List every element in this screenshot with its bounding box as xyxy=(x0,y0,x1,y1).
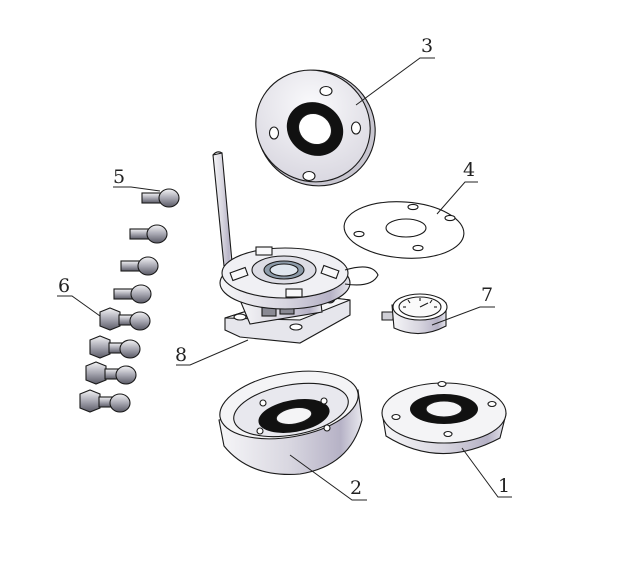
part-3-flange xyxy=(255,69,376,187)
part-8-valve-body xyxy=(212,151,379,344)
bolt xyxy=(129,224,168,244)
bolt xyxy=(141,188,180,208)
bolt xyxy=(113,284,152,304)
label-7: 7 xyxy=(481,284,493,306)
part-1-flange xyxy=(381,380,507,455)
hex-bolt xyxy=(89,335,141,359)
hex-bolt xyxy=(79,389,131,413)
part-7-gauge xyxy=(381,293,448,335)
leader-lines xyxy=(57,57,512,501)
label-3: 3 xyxy=(421,35,433,57)
label-5: 5 xyxy=(113,166,125,188)
part-2-housing xyxy=(218,370,363,475)
hex-bolt xyxy=(85,361,137,385)
label-1: 1 xyxy=(498,475,510,497)
part-6-hex-bolts xyxy=(79,307,151,413)
label-2: 2 xyxy=(350,477,362,499)
part-labels: 3 4 5 6 7 8 2 1 xyxy=(58,35,510,499)
part-5-bolts xyxy=(113,188,180,304)
label-4: 4 xyxy=(463,159,475,181)
label-6: 6 xyxy=(58,275,70,297)
part-4-gasket xyxy=(343,201,465,259)
hex-bolt xyxy=(99,307,151,331)
label-8: 8 xyxy=(175,344,187,366)
bolt xyxy=(120,256,159,276)
